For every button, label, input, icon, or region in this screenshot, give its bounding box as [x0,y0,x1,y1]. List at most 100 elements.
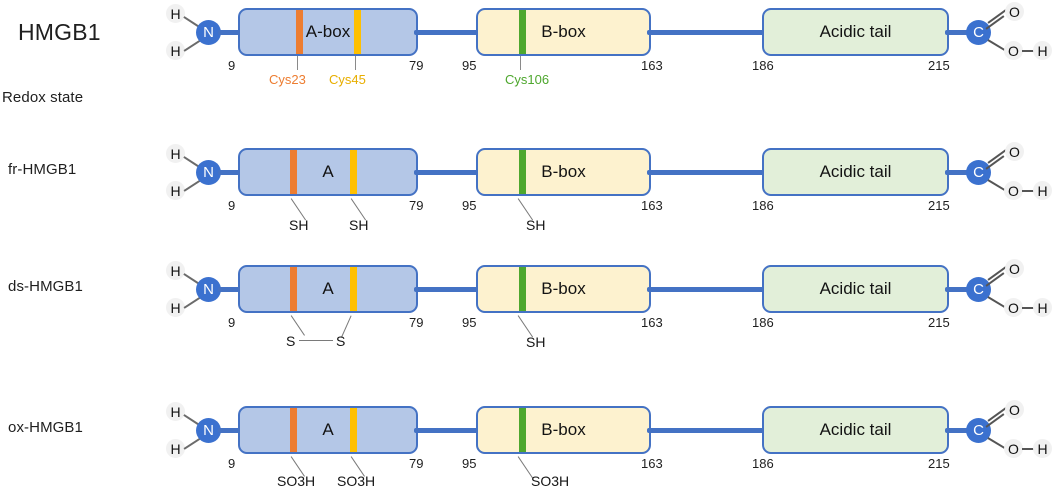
carbonyl-oxygen-atom-ds: O [1005,259,1024,278]
n-terminus-link-ox [218,428,242,433]
tail-end-number-ds: 215 [928,315,950,330]
cys45-marker [354,10,361,54]
cys45-label: Cys45 [329,72,366,87]
cys45-tick [355,56,357,70]
cys23-tick [297,56,299,70]
row-label-fr-hmgb1: fr-HMGB1 [8,161,77,178]
c-terminus-link-fr [945,170,970,175]
n-hydrogen-top-atom-ds: H [166,261,185,280]
bbox-tail-link [647,30,765,35]
n-terminus-atom-ds: N [196,277,221,302]
cys23-marker-ox [290,408,297,452]
bbox-start-number-fr: 95 [462,198,477,213]
cys106-tick [520,56,522,70]
abox-label-ds: A [322,279,334,298]
n-hydrogen-bottom-atom-ds: H [166,298,185,317]
cys45-modification-ox: SO3H [337,473,376,489]
cys23-modification-ox: SO3H [277,473,316,489]
cys106-modification-fr: SH [526,217,546,233]
cys23-label: Cys23 [269,72,306,87]
acidic-tail-domain-fr[interactable]: Acidic tail [762,148,949,196]
abox-bbox-link-fr [414,170,480,175]
abox-start-number-ds: 9 [228,315,236,330]
cys45-marker-ds [350,267,357,311]
cys23-modification-fr: SH [289,217,309,233]
abox-label-fr: A [322,162,334,181]
cys45-marker-fr [350,150,357,194]
carbonyl-oxygen-atom-ox: O [1005,400,1024,419]
abox-bbox-link-ds [414,287,480,292]
bbox-label: B-box [541,22,586,41]
acidic-tail-domain-ds[interactable]: Acidic tail [762,265,949,313]
abox-domain[interactable]: A-box [238,8,418,56]
tail-start-number-fr: 186 [752,198,774,213]
hydroxyl-oxygen-atom-fr: O [1004,181,1023,200]
cys106-marker-fr [519,150,526,194]
hydroxyl-hydrogen-atom-ox: H [1033,439,1052,458]
acidic-tail-label-ds: Acidic tail [819,279,892,298]
n-terminus-atom: N [196,20,221,45]
bbox-start-number: 95 [462,58,477,73]
n-terminus-atom-fr: N [196,160,221,185]
acidic-tail-label-ox: Acidic tail [819,420,892,439]
carbonyl-oxygen-atom: O [1005,2,1024,21]
c-terminus-atom: C [966,20,991,45]
cys23-marker [296,10,303,54]
abox-domain-fr[interactable]: A [238,148,418,196]
acidic-tail-label-fr: Acidic tail [819,162,892,181]
abox-domain-ox[interactable]: A [238,406,418,454]
abox-end-number: 79 [409,58,424,73]
bbox-domain-ox[interactable]: B-box [476,406,651,454]
bbox-end-number-ox: 163 [641,456,663,471]
cys45-modification-ds: S [336,333,346,349]
bbox-start-number-ox: 95 [462,456,477,471]
cys45-modification-fr: SH [349,217,369,233]
bbox-end-number-ds: 163 [641,315,663,330]
c-terminus-atom-ds: C [966,277,991,302]
bbox-domain-ds[interactable]: B-box [476,265,651,313]
bbox-domain-fr[interactable]: B-box [476,148,651,196]
cys23-marker-ds [290,267,297,311]
abox-end-number-ds: 79 [409,315,424,330]
c-terminus-atom-fr: C [966,160,991,185]
bbox-label-ox: B-box [541,420,586,439]
disulfide-bond-ds [299,340,333,342]
cys23-marker-fr [290,150,297,194]
tail-end-number: 215 [928,58,950,73]
o-h-bond-ds [1022,307,1034,309]
abox-label: A-box [305,22,351,41]
tail-end-number-ox: 215 [928,456,950,471]
bbox-label-ds: B-box [541,279,586,298]
abox-domain-ds[interactable]: A [238,265,418,313]
row-label-ds-hmgb1: ds-HMGB1 [8,278,83,295]
tail-start-number-ds: 186 [752,315,774,330]
abox-label-ox: A [322,420,334,439]
row-label-ox-hmgb1: ox-HMGB1 [8,419,83,436]
n-hydrogen-bottom-atom-ox: H [166,439,185,458]
abox-start-number: 9 [228,58,236,73]
cys106-modification-ox: SO3H [531,473,570,489]
bbox-label-fr: B-box [541,162,586,181]
bbox-domain[interactable]: B-box [476,8,651,56]
c-terminus-link-ds [945,287,970,292]
tail-end-number-fr: 215 [928,198,950,213]
acidic-tail-domain[interactable]: Acidic tail [762,8,949,56]
cys106-modification-ds: SH [526,334,546,350]
n-hydrogen-bottom-atom: H [166,41,185,60]
acidic-tail-domain-ox[interactable]: Acidic tail [762,406,949,454]
c-terminus-link [945,30,970,35]
acidic-tail-label: Acidic tail [819,22,892,41]
o-h-bond-ox [1022,448,1034,450]
n-terminus-atom-ox: N [196,418,221,443]
figure-title: HMGB1 [18,19,101,45]
c-terminus-atom-ox: C [966,418,991,443]
n-terminus-link-fr [218,170,242,175]
hydroxyl-oxygen-atom-ox: O [1004,439,1023,458]
bbox-tail-link-ox [647,428,765,433]
carbonyl-oxygen-atom-fr: O [1005,142,1024,161]
hydroxyl-hydrogen-atom-fr: H [1033,181,1052,200]
abox-start-number-ox: 9 [228,456,236,471]
hydroxyl-hydrogen-atom-ds: H [1033,298,1052,317]
abox-start-number-fr: 9 [228,198,236,213]
